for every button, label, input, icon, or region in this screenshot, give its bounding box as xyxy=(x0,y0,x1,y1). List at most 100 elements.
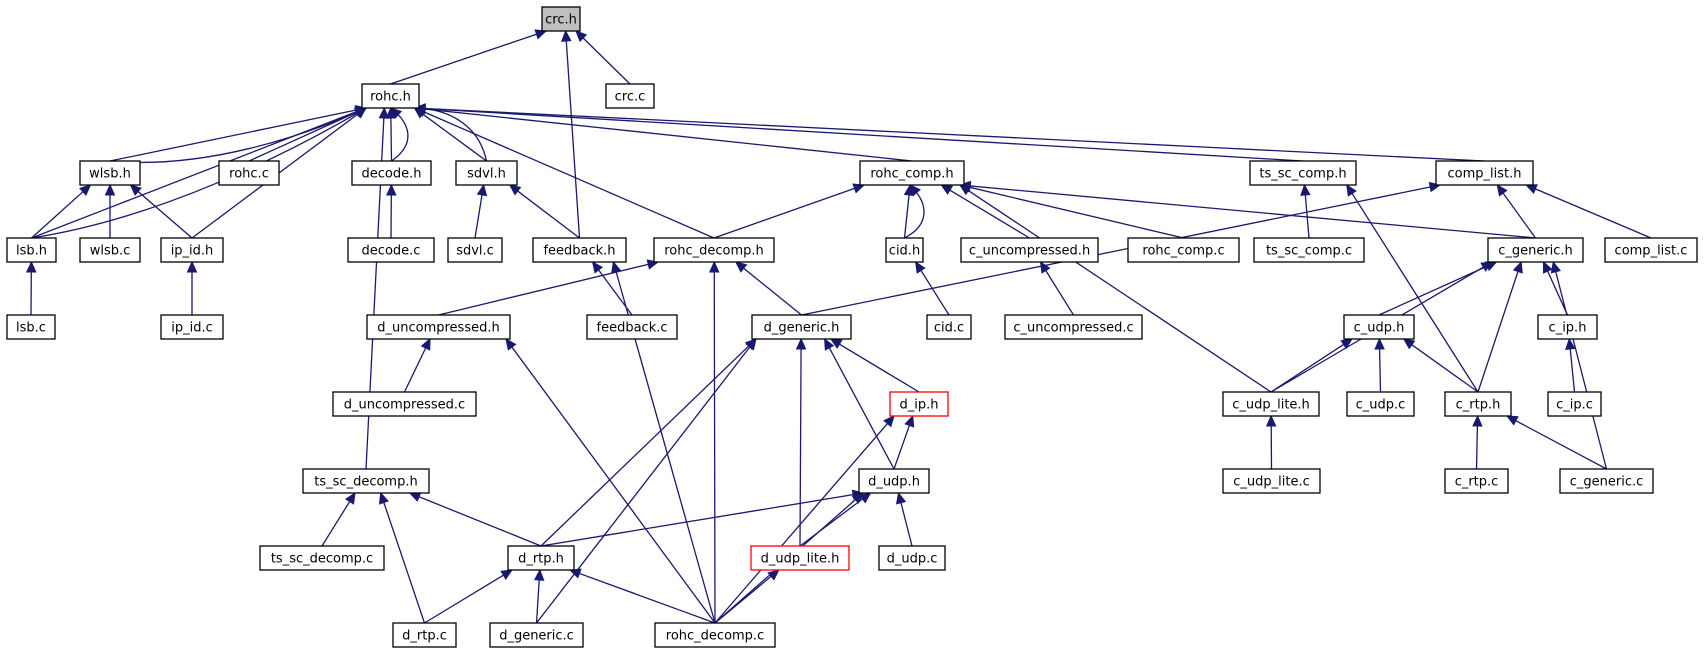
node-label: ts_sc_decomp.c xyxy=(271,552,373,567)
edge-c_rtp_h-to-c_udp_h xyxy=(1402,338,1479,393)
edge-line xyxy=(1270,343,1344,393)
edge-line xyxy=(839,343,920,393)
edge-arrowhead xyxy=(79,184,92,196)
edge-line xyxy=(424,107,1485,162)
node-c-rtp-h[interactable]: c_rtp.h xyxy=(1444,391,1512,417)
node-box xyxy=(489,622,584,648)
node-d-uncompressed-h[interactable]: d_uncompressed.h xyxy=(366,314,511,340)
edge-arrowhead xyxy=(708,260,720,273)
node-c-uncompressed-h[interactable]: c_uncompressed.h xyxy=(960,237,1099,263)
edge-arrowhead xyxy=(914,260,926,274)
node-lsb-h[interactable]: lsb.h xyxy=(6,237,57,263)
node-box xyxy=(1249,160,1357,186)
node-c-uncompressed-c[interactable]: c_uncompressed.c xyxy=(1004,314,1143,340)
edge-d_generic_h-to-rohc_decomp_h xyxy=(734,261,802,316)
node-box xyxy=(1004,314,1143,340)
node-sdvl-h[interactable]: sdvl.h xyxy=(455,160,518,186)
node-ts-sc-comp-h[interactable]: ts_sc_comp.h xyxy=(1249,160,1357,186)
node-layer: crc.h rohc.h crc.c wlsb.h rohc.c decode.h sdvl… xyxy=(6,6,1698,648)
node-wlsb-c[interactable]: wlsb.c xyxy=(79,237,141,263)
node-rohc-decomp-h[interactable]: rohc_decomp.h xyxy=(653,237,775,263)
node-d-generic-h[interactable]: d_generic.h xyxy=(751,314,852,340)
node-rohc-h[interactable]: rohc.h xyxy=(361,83,420,109)
node-lsb-c[interactable]: lsb.c xyxy=(6,314,56,340)
node-c-udp-h[interactable]: c_udp.h xyxy=(1343,314,1415,340)
node-wlsb-h[interactable]: wlsb.h xyxy=(79,160,141,186)
node-decode-h[interactable]: decode.h xyxy=(351,160,432,186)
edge-arrowhead xyxy=(858,492,872,504)
node-c-udp-lite-h[interactable]: c_udp_lite.h xyxy=(1222,391,1320,417)
edge-c_generic_h-to-comp_list_h xyxy=(1496,184,1537,239)
edge-d_generic_c-to-d_rtp_h xyxy=(533,568,545,624)
edge-crc_c-to-crc_h xyxy=(575,30,631,85)
edge-arrowhead xyxy=(852,183,866,194)
node-c-udp-c[interactable]: c_udp.c xyxy=(1346,391,1415,417)
node-ts-sc-decomp-h[interactable]: ts_sc_decomp.h xyxy=(302,468,430,494)
edge-line xyxy=(31,111,357,239)
edge-d_udp_lite_h-to-d_generic_h xyxy=(795,337,807,547)
node-comp-list-h[interactable]: comp_list.h xyxy=(1435,160,1534,186)
node-d-uncompressed-c[interactable]: d_uncompressed.c xyxy=(332,391,477,417)
edge-line xyxy=(904,192,925,239)
node-rohc-decomp-c[interactable]: rohc_decomp.c xyxy=(654,622,776,648)
node-rohc-comp-h[interactable]: rohc_comp.h xyxy=(859,160,965,186)
node-feedback-h[interactable]: feedback.h xyxy=(532,237,627,263)
node-comp-list-c[interactable]: comp_list.c xyxy=(1604,237,1698,263)
node-box xyxy=(1444,391,1512,417)
node-rohc-c[interactable]: rohc.c xyxy=(218,160,280,186)
edge-d_udp_c-to-d_udp_h xyxy=(895,491,913,547)
node-decode-c[interactable]: decode.c xyxy=(347,237,435,263)
node-cid-h[interactable]: cid.h xyxy=(885,237,924,263)
edge-line xyxy=(31,112,358,239)
edge-arrowhead xyxy=(1472,414,1483,427)
node-box xyxy=(6,237,57,263)
edge-line xyxy=(1555,271,1608,470)
node-crc-c[interactable]: crc.c xyxy=(605,83,655,109)
edge-line xyxy=(743,267,802,316)
edge-arrowhead xyxy=(591,261,604,274)
node-d-ip-h[interactable]: d_ip.h xyxy=(889,391,949,417)
node-label: d_udp_lite.h xyxy=(761,552,840,567)
node-sdvl-c[interactable]: sdvl.c xyxy=(447,237,503,263)
node-ip-id-h[interactable]: ip_id.h xyxy=(160,237,224,263)
edge-arrowhead xyxy=(824,337,835,351)
node-crc-h[interactable]: crc.h xyxy=(541,6,581,32)
node-c-generic-c[interactable]: c_generic.c xyxy=(1559,468,1654,494)
node-d-udp-h[interactable]: d_udp.h xyxy=(858,468,930,494)
node-label: lsb.h xyxy=(16,244,47,259)
edge-line xyxy=(1304,194,1310,239)
edge-arrowhead xyxy=(745,338,757,351)
edge-line xyxy=(109,109,357,162)
node-d-rtp-c[interactable]: d_rtp.c xyxy=(392,622,457,648)
edge-arrowhead xyxy=(940,184,954,195)
edge-arrowhead xyxy=(1565,337,1576,350)
node-ts-sc-decomp-c[interactable]: ts_sc_decomp.c xyxy=(259,545,385,571)
edge-lsb_h-to-wlsb_h xyxy=(31,184,92,239)
node-box xyxy=(455,160,518,186)
node-c-udp-lite-c[interactable]: c_udp_lite.c xyxy=(1222,468,1321,494)
node-d-udp-lite-h[interactable]: d_udp_lite.h xyxy=(750,545,850,571)
node-c-rtp-c[interactable]: c_rtp.c xyxy=(1444,468,1509,494)
node-ts-sc-comp-c[interactable]: ts_sc_comp.c xyxy=(1253,237,1365,263)
node-c-generic-h[interactable]: c_generic.h xyxy=(1487,237,1584,263)
edge-arrowhead xyxy=(354,107,368,118)
node-box xyxy=(1559,468,1654,494)
node-box xyxy=(926,314,972,340)
edge-arrowhead xyxy=(1039,260,1051,274)
node-d-udp-c[interactable]: d_udp.c xyxy=(878,545,946,571)
edge-line xyxy=(540,493,854,547)
edge-c_rtp_c-to-c_rtp_h xyxy=(1472,414,1483,470)
edge-arrowhead xyxy=(734,261,748,273)
node-cid-c[interactable]: cid.c xyxy=(926,314,972,340)
edge-line xyxy=(949,189,1030,239)
edge-ip_id_h-to-wlsb_h xyxy=(129,184,193,239)
node-c-ip-c[interactable]: c_ip.c xyxy=(1547,391,1602,417)
node-rohc-comp-c[interactable]: rohc_comp.c xyxy=(1127,237,1240,263)
edge-rohc_comp_c-to-rohc_comp_h xyxy=(958,182,1184,239)
node-ip-id-c[interactable]: ip_id.c xyxy=(160,314,224,340)
node-feedback-c[interactable]: feedback.c xyxy=(586,314,678,340)
edge-line xyxy=(900,502,913,547)
node-d-generic-c[interactable]: d_generic.c xyxy=(489,622,584,648)
node-d-rtp-h[interactable]: d_rtp.h xyxy=(507,545,575,571)
node-c-ip-h[interactable]: c_ip.h xyxy=(1537,314,1598,340)
